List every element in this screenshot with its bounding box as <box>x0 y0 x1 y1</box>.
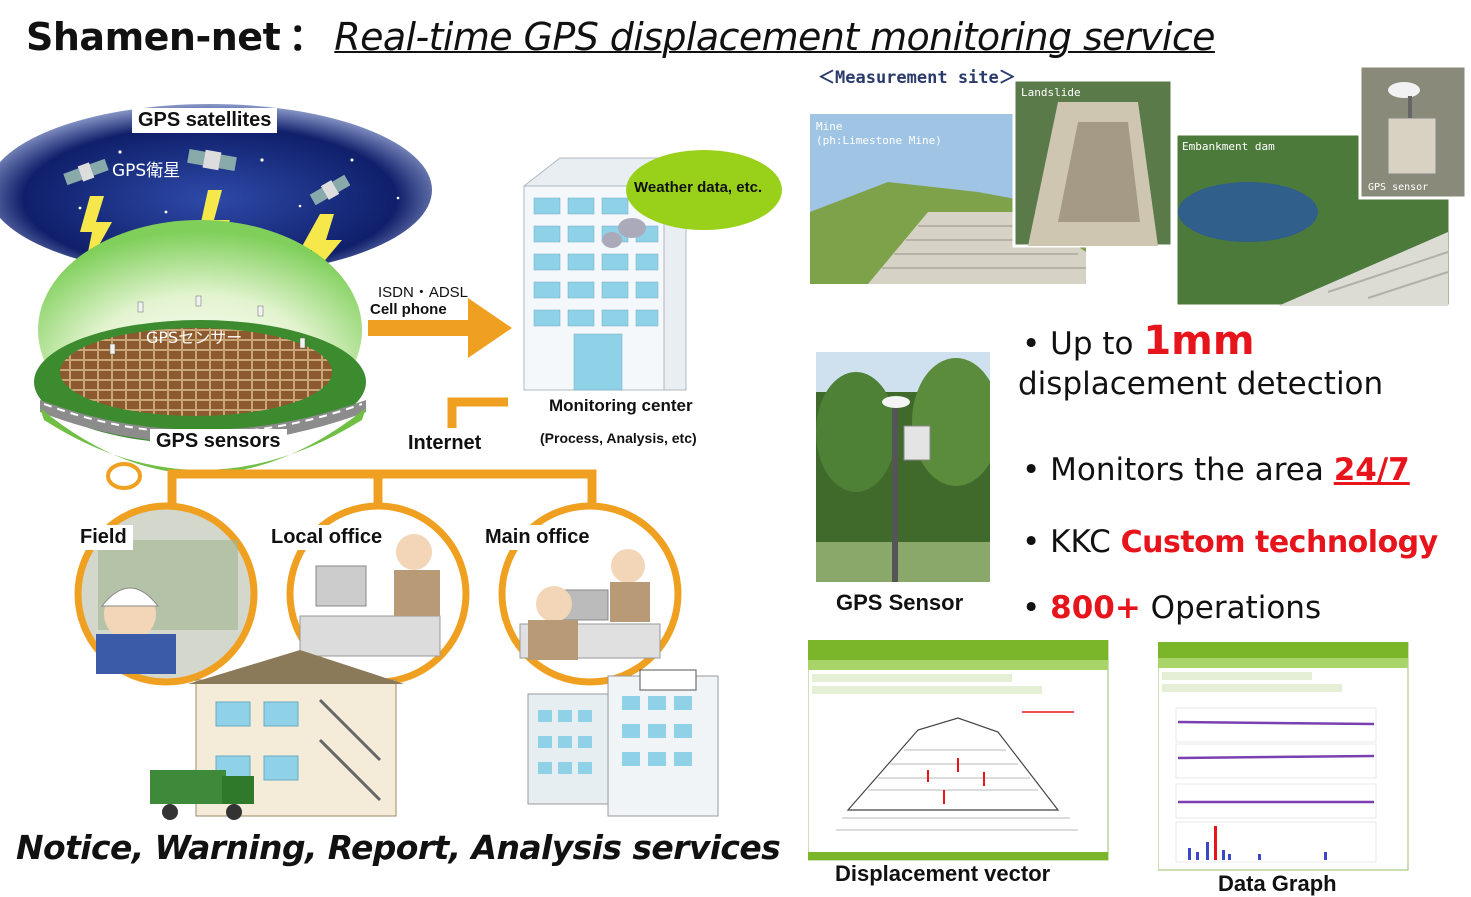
title-subtitle: Real-time GPS displacement monitoring se… <box>334 15 1215 59</box>
main-office-label: Main office <box>479 525 596 550</box>
data-graph-screen <box>1158 642 1409 871</box>
field-circle <box>74 502 258 686</box>
feature-bullets: • Up to 1mm displacement detection • Mon… <box>1018 310 1462 630</box>
cell-phone-label: Cell phone <box>370 301 447 318</box>
measurement-site-photos <box>810 64 1468 308</box>
bullet-text: Operations <box>1140 590 1322 626</box>
displacement-vector-caption: Displacement vector <box>835 861 1051 886</box>
dam-photo-caption: Embankment dam <box>1182 140 1275 153</box>
landslide-photo-caption: Landslide <box>1021 86 1081 99</box>
connection-arrow <box>368 298 512 358</box>
bullet-highlight-24-7: 24/7 <box>1333 452 1410 488</box>
bullet-detection-line2: displacement detection <box>1018 366 1384 402</box>
main-office-circle <box>498 502 682 686</box>
satellite-icon <box>63 158 109 186</box>
field-label: Field <box>74 525 133 550</box>
gps-satellites-jp-label: GPS衛星 <box>112 161 181 181</box>
gps-sensor-photo <box>1358 64 1468 200</box>
gps-field-dome <box>34 220 366 474</box>
internet-lines <box>167 397 597 504</box>
truck-icon <box>150 770 254 820</box>
weather-data-label: Weather data, etc. <box>634 179 763 196</box>
gps-sensors-label: GPS sensors <box>150 429 287 454</box>
bullet-monitoring: • Monitors the area 24/7 <box>1022 452 1410 488</box>
mine-photo-caption-sub: (ph:Limestone Mine) <box>816 134 942 147</box>
local-office-label: Local office <box>265 525 389 550</box>
gps-sensor-icons <box>109 295 306 355</box>
bullet-dot: • <box>1022 326 1051 362</box>
bullet-highlight-custom: Custom technology <box>1120 525 1439 560</box>
weather-bubble <box>626 150 782 230</box>
sensor-photo-caption: GPS sensor <box>1368 182 1429 193</box>
bullet-dot: • <box>1022 524 1051 560</box>
measurement-site-label: ＜Measurement site＞ <box>818 68 1016 88</box>
bullet-text: Up to <box>1050 326 1144 362</box>
displacement-vector-screen <box>808 640 1109 861</box>
page-title: Shamen-net：Real-time GPS displacement mo… <box>26 6 1216 59</box>
title-colon: ： <box>288 15 327 59</box>
satellite-icon <box>187 148 237 172</box>
gps-sensor-field-photo <box>816 352 990 582</box>
mine-photo-caption: Mine <box>816 120 843 133</box>
local-office-circle <box>286 502 470 686</box>
internet-label: Internet <box>402 431 488 456</box>
title-main: Shamen-net <box>26 15 281 59</box>
bullet-technology: • KKC Custom technology <box>1022 524 1438 560</box>
bullet-text: Monitors the area <box>1050 452 1334 488</box>
bullet-highlight-800: 800+ <box>1050 590 1141 626</box>
bullet-dot: • <box>1022 590 1051 626</box>
services-caption: Notice, Warning, Report, Analysis servic… <box>16 828 781 867</box>
system-diagram <box>0 104 782 820</box>
connection-type-label: ISDN・ADSL <box>378 284 469 301</box>
bullet-detection: • Up to 1mm <box>1022 318 1255 364</box>
gps-satellites-label: GPS satellites <box>132 108 278 133</box>
data-graph-caption: Data Graph <box>1218 871 1337 896</box>
bullet-operations: • 800+ Operations <box>1022 590 1321 626</box>
bullet-dot: • <box>1022 452 1051 488</box>
monitoring-center-sub-label: (Process, Analysis, etc) <box>540 430 697 446</box>
main-office-building <box>527 669 719 817</box>
bullet-highlight-1mm: 1mm <box>1143 318 1255 364</box>
monitoring-center-label: Monitoring center <box>549 396 693 415</box>
bullet-text: KKC <box>1050 524 1121 560</box>
gps-sensor-caption: GPS Sensor <box>836 590 964 615</box>
satellite-icon <box>309 174 351 206</box>
gps-sensor-jp-label: GPSセンサー <box>146 328 243 347</box>
landslide-photo <box>1012 78 1174 248</box>
